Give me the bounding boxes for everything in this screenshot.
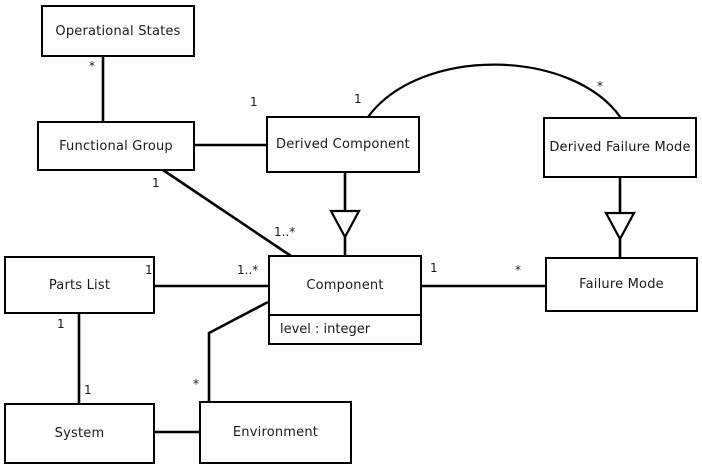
multiplicity-component-functional-group: 1..* xyxy=(274,225,296,239)
multiplicity-functional-group-derived-component: 1 xyxy=(250,95,258,109)
class-box-functional-group[interactable]: Functional Group xyxy=(37,121,195,171)
multiplicity-parts-list-system: 1 xyxy=(57,317,65,331)
multiplicity-derived-failure-mode-arc: * xyxy=(597,79,603,93)
connector-functional-group-component xyxy=(162,168,292,258)
class-name-derived-failure-mode: Derived Failure Mode xyxy=(549,140,691,155)
multiplicity-failure-mode-component: * xyxy=(515,263,521,277)
multiplicity-functional-group-component: 1 xyxy=(152,176,160,190)
class-box-operational-states[interactable]: Operational States xyxy=(41,5,195,57)
class-name-failure-mode: Failure Mode xyxy=(579,277,664,292)
generalization-arrow-derived-failure-mode xyxy=(604,211,636,242)
class-box-system[interactable]: System xyxy=(4,403,155,464)
multiplicity-component-failure-mode: 1 xyxy=(430,261,438,275)
class-box-derived-failure-mode[interactable]: Derived Failure Mode xyxy=(543,117,697,178)
class-name-parts-list: Parts List xyxy=(48,277,111,293)
multiplicity-environment-component: * xyxy=(193,377,199,391)
class-name-derived-component: Derived Component xyxy=(276,137,410,152)
class-box-component[interactable]: Component level : integer xyxy=(268,255,422,345)
class-box-environment[interactable]: Environment xyxy=(199,401,352,464)
class-box-derived-component[interactable]: Derived Component xyxy=(266,116,420,173)
class-name-component: Component xyxy=(306,278,384,293)
connector-derived-component-derived-failure-mode xyxy=(367,63,622,119)
multiplicity-system-parts-list: 1 xyxy=(84,383,92,397)
class-box-failure-mode[interactable]: Failure Mode xyxy=(545,257,698,312)
generalization-arrow-derived-component xyxy=(329,209,361,240)
multiplicity-parts-list-component: 1 xyxy=(145,263,153,277)
class-name-system: System xyxy=(54,426,105,441)
connector-component-environment xyxy=(207,300,269,401)
class-attribute-component-level: level : integer xyxy=(270,314,420,343)
class-name-functional-group: Functional Group xyxy=(59,138,173,154)
class-box-parts-list[interactable]: Parts List xyxy=(4,256,155,314)
multiplicity-component-parts-list: 1..* xyxy=(237,263,259,277)
class-name-operational-states: Operational States xyxy=(55,23,181,39)
multiplicity-operational-states: * xyxy=(89,59,95,73)
multiplicity-derived-component-arc: 1 xyxy=(354,92,362,106)
class-name-environment: Environment xyxy=(232,425,319,440)
